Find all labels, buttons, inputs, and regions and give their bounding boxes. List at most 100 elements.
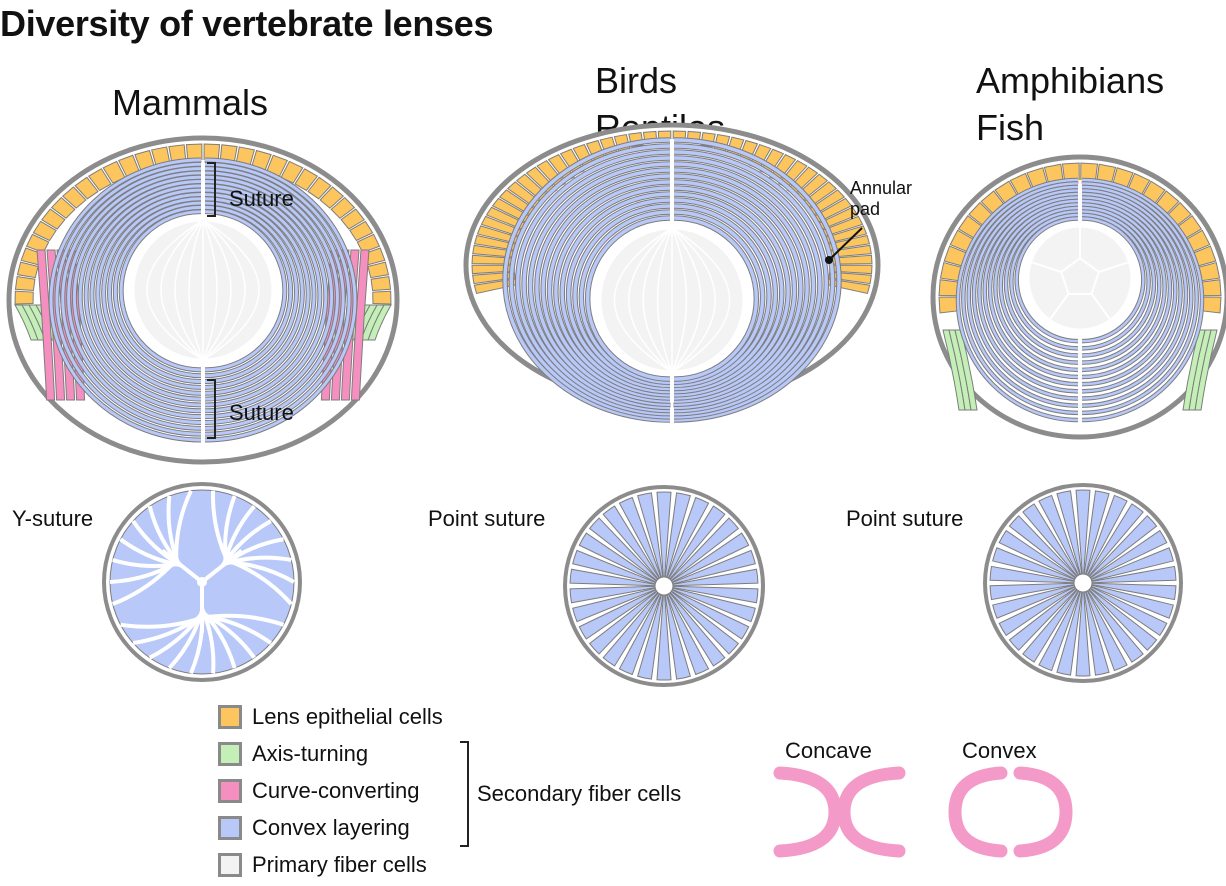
- convex-layer-fiber: [1081, 203, 1166, 372]
- point-suture-label-birds: Point suture: [428, 506, 546, 531]
- concave-label: Concave: [785, 738, 872, 763]
- convex-layer-fiber: [204, 188, 316, 401]
- epithelial-cell: [370, 275, 392, 292]
- convex-layer-fiber: [49, 158, 202, 442]
- fiber-segment: [666, 593, 710, 676]
- axis-turning-fiber: [1182, 329, 1206, 411]
- convex-layer-fiber: [90, 188, 202, 401]
- convex-layer-fiber: [61, 167, 202, 430]
- convex-layer-fiber: [204, 205, 292, 378]
- convex-layer-fiber: [956, 178, 1079, 422]
- fiber-segment: [572, 549, 657, 585]
- fiber-segment: [1091, 582, 1177, 601]
- epithelial-cell: [280, 160, 304, 184]
- swatch-curve-converting: [218, 779, 242, 803]
- fiber-segment: [664, 594, 691, 680]
- convex-layer-fiber: [967, 185, 1079, 407]
- convex-layer-fiber: [673, 174, 803, 403]
- fiber-segment: [578, 589, 658, 640]
- convex-layer-fiber: [204, 201, 298, 384]
- convex-layer-fiber: [108, 201, 202, 384]
- fish-lens-section: [930, 154, 1226, 440]
- fiber-segment: [1038, 494, 1081, 576]
- legend-item-epithelial: Lens epithelial cells: [218, 704, 443, 730]
- primary-fiber-line: [642, 227, 673, 373]
- fiber-segment: [602, 505, 660, 580]
- point-suture-diagram-fish: [983, 483, 1183, 683]
- fiber-segment: [664, 492, 691, 578]
- fiber-segment: [578, 532, 658, 583]
- convex-layer-fiber: [673, 180, 797, 400]
- primary-fiber-line: [656, 227, 673, 373]
- convex-layer-fiber: [554, 186, 671, 397]
- swatch-epithelial: [218, 705, 242, 729]
- convex-layer-fiber: [204, 162, 351, 436]
- primary-fiber-line: [202, 219, 218, 361]
- fish-label: Fish: [976, 107, 1045, 148]
- convex-layer-fiber: [994, 203, 1079, 372]
- fiber-segment: [1091, 565, 1177, 584]
- legend-label-axis-turning: Axis-turning: [252, 741, 369, 766]
- fiber-segment: [1083, 490, 1110, 575]
- y-suture-center: [197, 577, 207, 587]
- convex-layer-fiber: [673, 156, 822, 413]
- bird-lens-section: [463, 122, 881, 423]
- convex-layer-fiber: [528, 162, 671, 410]
- fiber-segment: [1090, 584, 1174, 619]
- fiber-segment: [1075, 489, 1091, 575]
- primary-fiber-line: [188, 219, 204, 361]
- convex-layer-fiber: [204, 180, 328, 413]
- primary-fiber-line: [613, 227, 673, 373]
- convex-layer-fiber: [204, 210, 287, 372]
- suture-label-bottom: Suture: [229, 400, 294, 425]
- epithelial-cell: [74, 176, 99, 200]
- swatch-axis-turning: [218, 742, 242, 766]
- fiber-segment: [588, 590, 659, 655]
- fiber-segment: [1038, 590, 1081, 672]
- epithelial-cell: [14, 275, 36, 292]
- convex-layer-fiber: [567, 198, 671, 391]
- convex-layer-fiber: [673, 144, 834, 419]
- fiber-segment: [1008, 515, 1078, 579]
- convex-layer-fiber: [1015, 217, 1079, 343]
- annular-pad-pointer: [829, 227, 863, 260]
- primary-fiber-line: [671, 227, 688, 373]
- fiber-segment: [989, 582, 1075, 601]
- suture-label-top: Suture: [229, 186, 294, 211]
- fiber-segment: [666, 496, 710, 579]
- amphibians-label: Amphibians: [976, 60, 1165, 101]
- convex-layer-fiber: [1081, 213, 1150, 350]
- convex-layer-fiber: [102, 197, 202, 389]
- fiber-segment: [1089, 586, 1168, 637]
- epithelial-cell: [32, 220, 57, 242]
- convex-layer-fiber: [84, 184, 202, 407]
- fiber-segment: [1083, 591, 1110, 676]
- y-suture-label: Y-suture: [12, 506, 94, 531]
- convex-layer-fiber: [204, 171, 339, 424]
- fiber-segment: [1075, 591, 1091, 677]
- secondary-fiber-label: Secondary fiber cells: [477, 781, 682, 806]
- convex-layer-fiber: [673, 138, 841, 422]
- fiber-segment: [602, 592, 660, 667]
- convex-layer-fiber: [1081, 199, 1172, 379]
- convex-layer-fiber: [673, 162, 816, 410]
- epithelial-cell: [294, 168, 319, 192]
- fiber-segment: [1087, 589, 1144, 663]
- fiber-segment: [671, 549, 756, 585]
- fiber-segment: [637, 492, 664, 578]
- suture-bracket-bottom: [207, 379, 216, 439]
- convex-layer-fiber: [573, 204, 671, 388]
- fiber-segment: [618, 496, 662, 579]
- suture-bracket-top: [207, 162, 216, 217]
- annular-label-line1: Annular: [850, 178, 913, 198]
- axis-turning-fiber: [954, 329, 978, 411]
- fiber-segment: [569, 585, 656, 604]
- fiber-segment: [1088, 587, 1158, 651]
- fiber-segment: [1089, 529, 1168, 580]
- primary-fiber-line: [202, 219, 246, 361]
- convex-layer-fiber: [503, 138, 671, 422]
- fiber-segment: [656, 491, 672, 578]
- convex-layer-fiber: [673, 204, 771, 388]
- convex-layer-fiber: [516, 150, 671, 416]
